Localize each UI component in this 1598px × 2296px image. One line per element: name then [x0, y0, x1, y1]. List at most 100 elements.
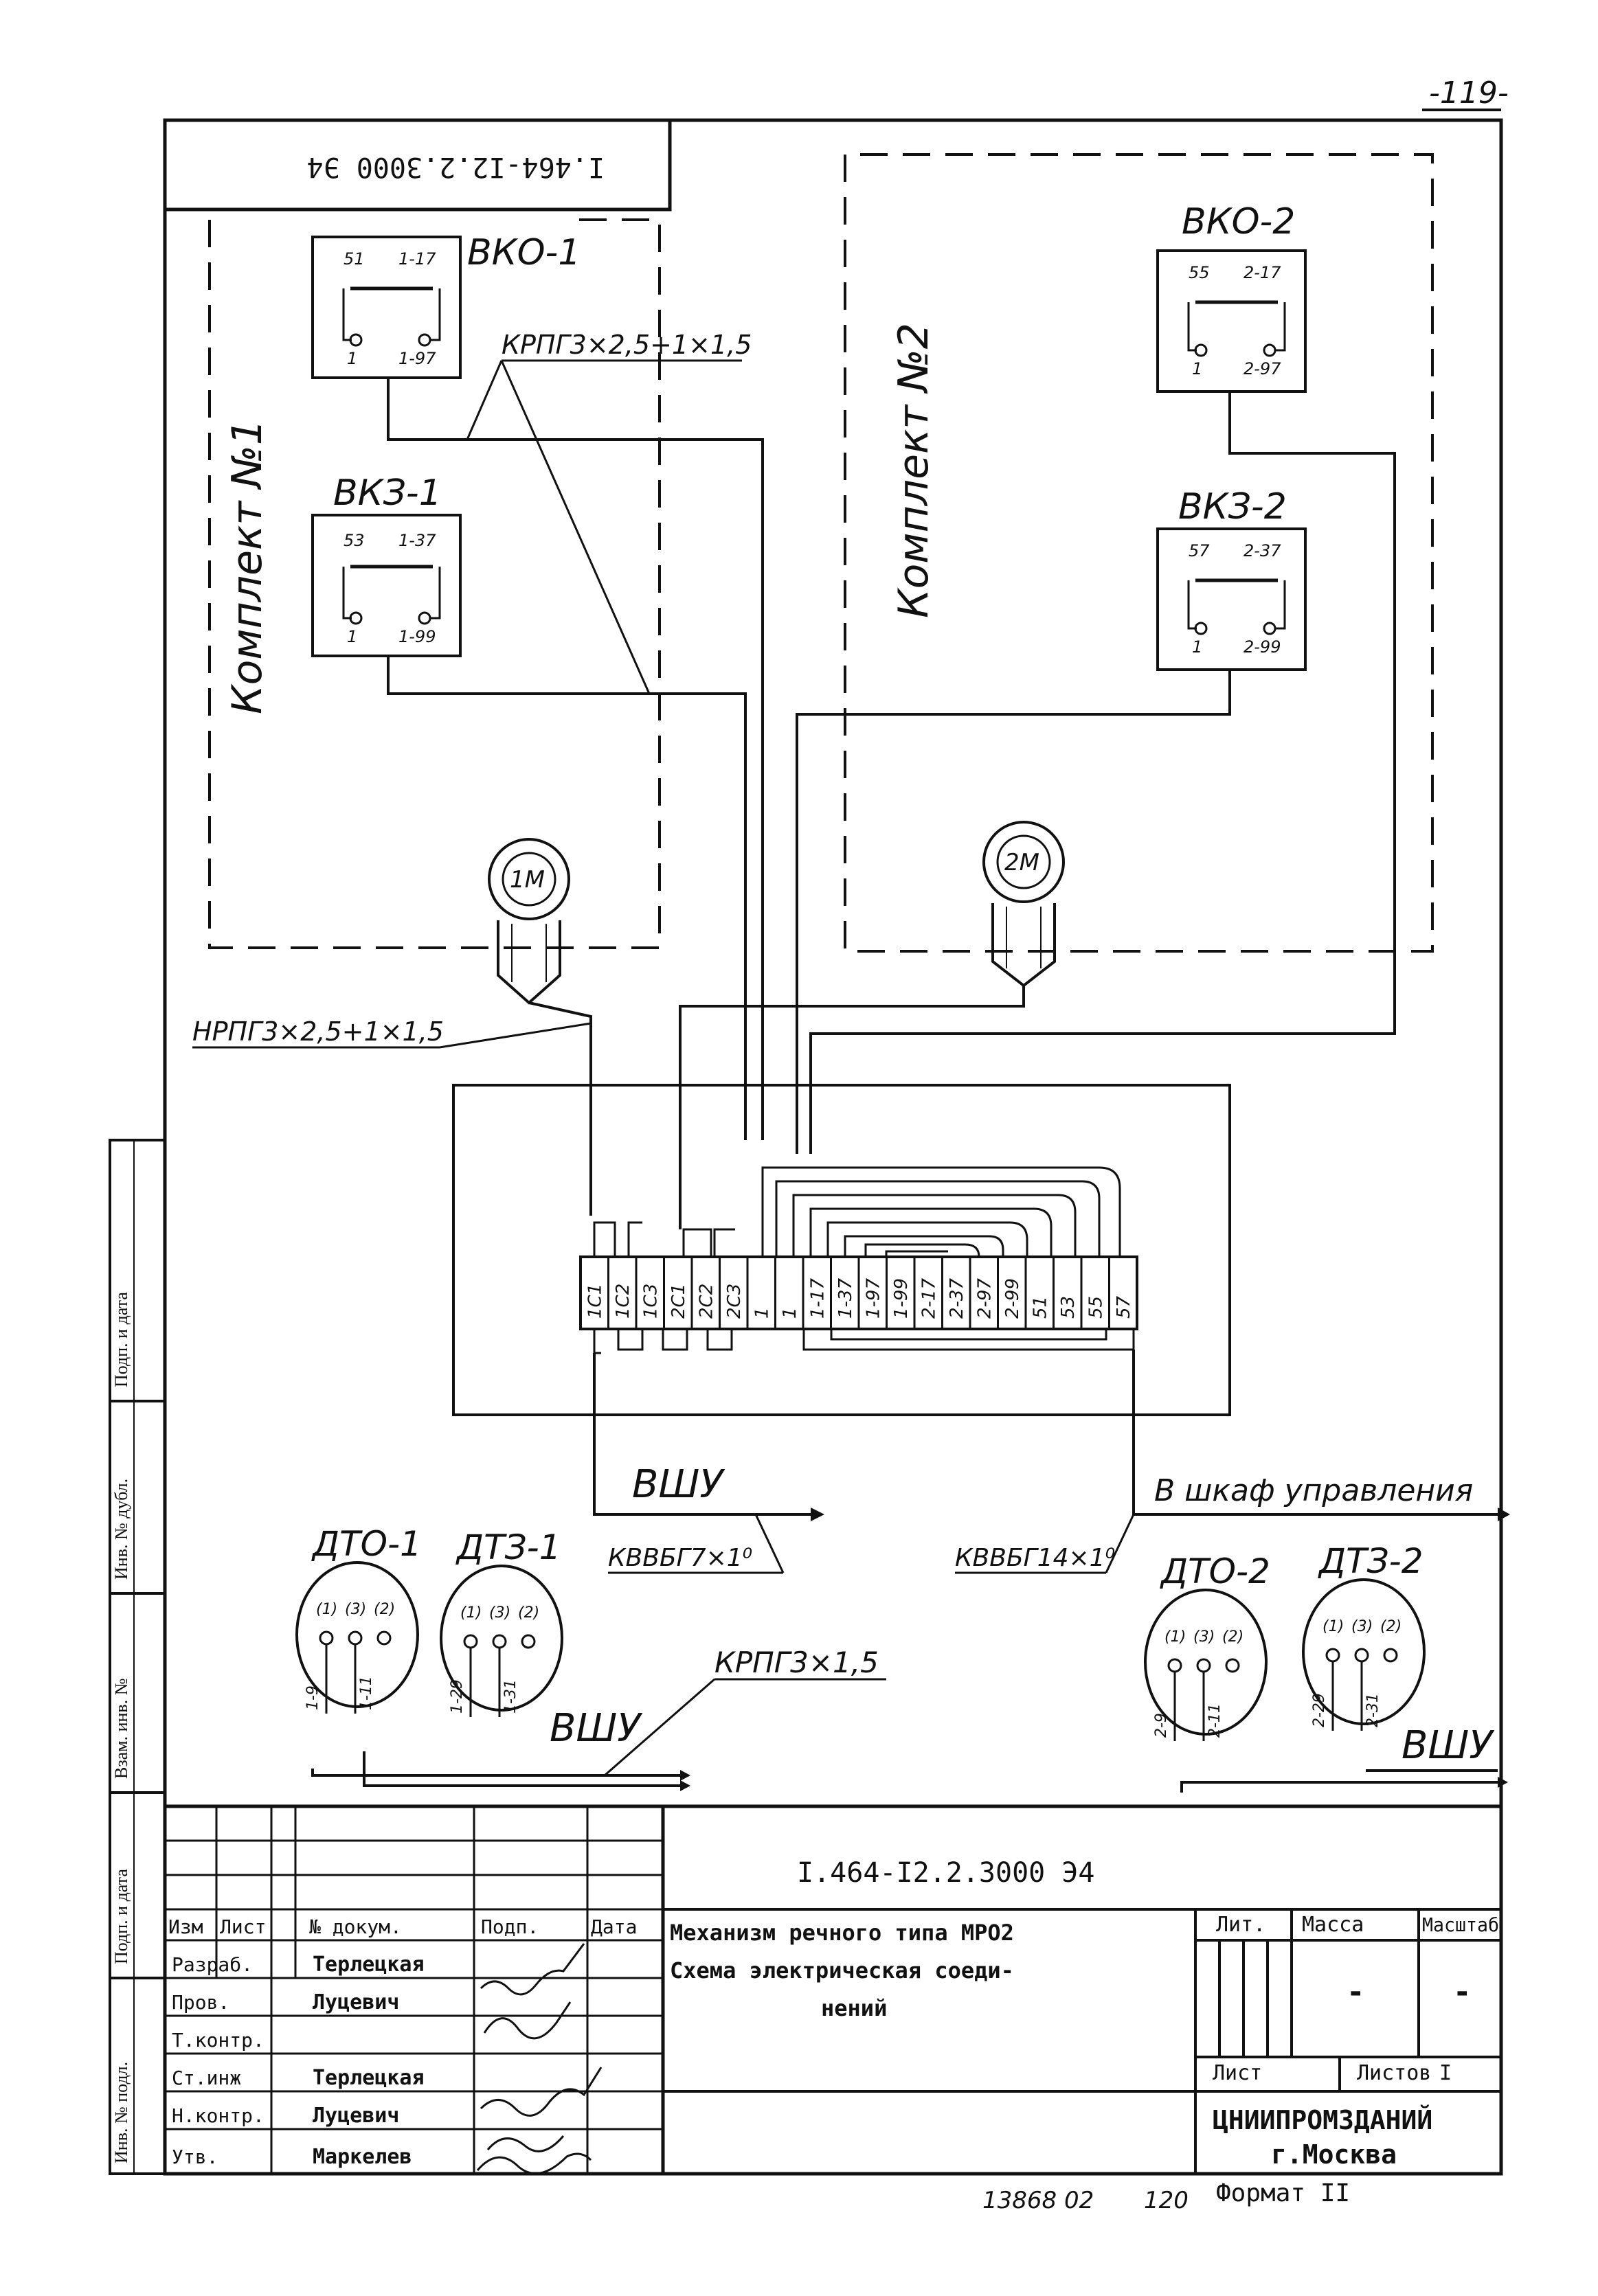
svg-text:(1): (1) — [1164, 1628, 1186, 1646]
svg-text:КРПГ3×2,5+1×1,5: КРПГ3×2,5+1×1,5 — [502, 330, 752, 360]
svg-text:53: 53 — [344, 531, 365, 550]
svg-text:Инв. № дубл.: Инв. № дубл. — [111, 1479, 131, 1580]
svg-text:I: I — [1439, 2061, 1452, 2085]
svg-text:1-11: 1-11 — [358, 1676, 375, 1710]
svg-text:(1): (1) — [1323, 1618, 1344, 1635]
svg-text:1: 1 — [1192, 359, 1202, 378]
terminal-label: 51 — [1030, 1296, 1050, 1319]
terminal-label: 53 — [1058, 1296, 1079, 1319]
svg-text:Формат II: Формат II — [1216, 2179, 1350, 2207]
vko-2-switch: ВКО-2 55 2-17 1 2-97 — [1156, 201, 1307, 393]
svg-text:1: 1 — [1192, 637, 1202, 657]
svg-text:2М: 2М — [1004, 849, 1039, 876]
terminal-label: 1C1 — [585, 1284, 605, 1319]
terminal-label: 1C3 — [640, 1284, 661, 1319]
vko-2-title: ВКО-2 — [1182, 201, 1295, 242]
motor-1m: 1М — [488, 838, 570, 1005]
title-header: Подп. — [481, 1916, 539, 1938]
vshu-arrow: ВШУ КВВБГ7×1⁰ — [594, 1462, 824, 1574]
svg-text:1: 1 — [347, 627, 357, 646]
svg-text:(2): (2) — [1222, 1628, 1243, 1646]
svg-text:НРПГ3×2,5+1×1,5: НРПГ3×2,5+1×1,5 — [192, 1016, 444, 1047]
vshu-cable-label: КВВБГ7×1⁰ — [608, 1544, 752, 1572]
terminal-label: 2C3 — [724, 1284, 745, 1319]
svg-text:Масштаб: Масштаб — [1422, 1913, 1499, 1936]
kit-1-label: Комплект №1 — [223, 419, 271, 714]
title-role: Утв. — [172, 2146, 218, 2168]
control-cabinet-arrow: В шкаф управления КВВБГ14×1⁰ — [955, 1473, 1510, 1574]
terminal-label: 1-17 — [807, 1278, 828, 1319]
svg-text:2-31: 2-31 — [1364, 1693, 1382, 1727]
svg-text:Масса: Масса — [1302, 1913, 1364, 1937]
vkz-1-switch: ВКЗ-1 53 1-37 1 1-99 — [311, 473, 462, 657]
svg-text:1-97: 1-97 — [398, 349, 436, 368]
title-person: Терлецкая — [313, 1953, 425, 1977]
kit-2-zone: Комплект №2 — [844, 153, 1434, 953]
terminal-label: 1C2 — [613, 1284, 633, 1319]
svg-text:ДТО-2: ДТО-2 — [1160, 1551, 1270, 1591]
terminal-label: 57 — [1114, 1295, 1134, 1319]
vshu-label-2: ВШУ — [550, 1706, 643, 1751]
title-person: Луцевич — [313, 2104, 399, 2128]
motor-2m: 2М — [982, 821, 1065, 988]
title-person: Луцевич — [313, 1990, 399, 2014]
svg-text:57: 57 — [1189, 541, 1210, 560]
title-line-2: Схема электрическая соеди- — [670, 1957, 1014, 1984]
svg-text:2-99: 2-99 — [1243, 637, 1281, 657]
terminal-label: 2C1 — [668, 1284, 689, 1319]
terminal-label: 1-37 — [835, 1278, 856, 1319]
left-cable-leader: НРПГ3×2,5+1×1,5 — [192, 1016, 592, 1049]
svg-text:1-99: 1-99 — [398, 627, 436, 646]
title-person: Маркелев — [313, 2145, 412, 2169]
title-line-3: нений — [821, 1995, 887, 2021]
svg-text:(1): (1) — [316, 1601, 337, 1618]
org-name: ЦНИИПРОМЗДАНИЙ — [1213, 2105, 1432, 2135]
side-stamp: Подп. и дата Инв. № дубл. Взам. инв. № П… — [109, 1139, 166, 2175]
svg-text:1-37: 1-37 — [398, 531, 436, 550]
svg-text:Взам. инв. №: Взам. инв. № — [111, 1678, 131, 1779]
signatures — [476, 1943, 603, 2175]
svg-text:1-29: 1-29 — [449, 1679, 466, 1714]
cable-routes — [387, 378, 1396, 1416]
svg-text:(3): (3) — [345, 1601, 366, 1618]
terminal-label: 1-97 — [863, 1278, 884, 1319]
terminal-label: 2-97 — [974, 1278, 995, 1319]
svg-text:1-9: 1-9 — [304, 1685, 322, 1710]
title-header: Изм — [168, 1916, 203, 1938]
vkz-2-switch: ВКЗ-2 57 2-37 1 2-99 — [1156, 486, 1307, 671]
svg-text:Подп. и дата: Подп. и дата — [111, 1869, 131, 1964]
svg-text:(2): (2) — [518, 1604, 539, 1622]
svg-text:2-37: 2-37 — [1243, 541, 1281, 560]
svg-text:55: 55 — [1189, 263, 1210, 282]
sensor-cables: КРПГ3×1,5 ВШУ ВШУ — [311, 1646, 1508, 1793]
title-role: Т.контр. — [172, 2029, 265, 2051]
page-number: -119- — [1429, 76, 1509, 111]
svg-text:1-17: 1-17 — [398, 249, 436, 269]
title-role: Ст.инж — [172, 2067, 241, 2089]
vshu-label-3: ВШУ — [1402, 1723, 1495, 1768]
title-header: Лист — [220, 1916, 266, 1938]
svg-text:(1): (1) — [460, 1604, 482, 1622]
kit-2-label: Комплект №2 — [890, 323, 938, 618]
control-cable-label: КВВБГ14×1⁰ — [955, 1544, 1115, 1572]
svg-text:1М: 1М — [510, 866, 545, 894]
svg-text:Инв. № подл.: Инв. № подл. — [111, 2062, 131, 2163]
svg-text:Лит.: Лит. — [1216, 1913, 1265, 1937]
title-header: Дата — [591, 1916, 637, 1938]
svg-text:2-29: 2-29 — [1311, 1693, 1328, 1727]
title-role: Пров. — [172, 1991, 229, 2014]
svg-text:(3): (3) — [489, 1604, 510, 1622]
cabinet-label: В шкаф управления — [1154, 1473, 1473, 1508]
svg-text:2-97: 2-97 — [1243, 359, 1281, 378]
title-role: Н.контр. — [172, 2104, 265, 2127]
vshu-label-1: ВШУ — [632, 1462, 725, 1507]
svg-text:2-17: 2-17 — [1243, 263, 1281, 282]
terminal-label: 2-37 — [947, 1278, 967, 1319]
terminal-enclosure — [452, 1084, 1231, 1416]
sensor-cable-label: КРПГ3×1,5 — [714, 1646, 879, 1679]
